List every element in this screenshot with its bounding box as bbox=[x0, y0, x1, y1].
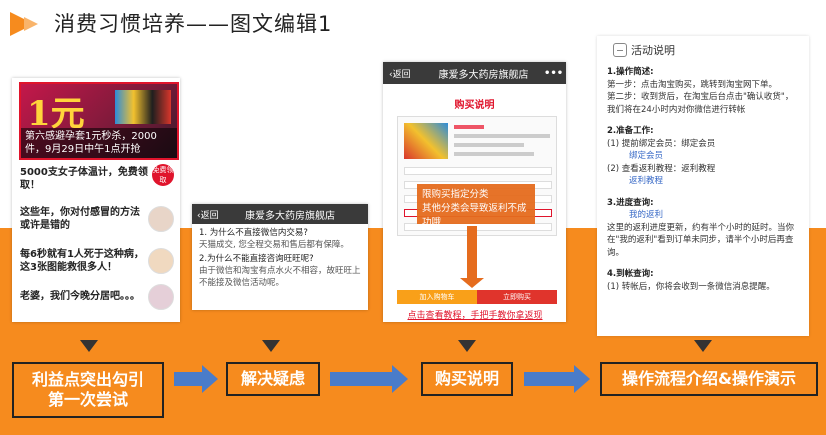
step-text: (1) 提前绑定会员：绑定会员 bbox=[607, 138, 716, 149]
label-benefit-hook: 利益点突出勾引 第一次尝试 bbox=[12, 362, 164, 418]
activity-heading: 活动说明 bbox=[607, 42, 799, 58]
back-button[interactable]: ‹返回 bbox=[197, 210, 219, 221]
step-heading: 3.进度查询: bbox=[607, 197, 654, 208]
nav-bar: ‹返回 康爱多大药房旗舰店 ••• bbox=[383, 62, 566, 84]
article-thumbnail bbox=[148, 206, 174, 232]
hero-caption: 第六感避孕套1元秒杀，2000件，9月29日中午1点开抢 bbox=[21, 128, 177, 158]
step-text: 第一步：点击淘宝购买，跳转到淘宝网下单。 bbox=[607, 79, 778, 90]
buy-now-button[interactable]: 立即购买 bbox=[477, 290, 557, 304]
back-label: 返回 bbox=[200, 210, 219, 221]
faq-answer: 天猫成交, 您全程交易和售后都有保障。 bbox=[199, 240, 349, 250]
step-text: 这里的返利进度更新，约有半个小时的延时。当你在"我的返利"看到订单未同步，请半个… bbox=[607, 222, 795, 258]
activity-instructions-page: 活动说明 1.操作简述: 第一步：点击淘宝购买，跳转到淘宝网下单。 第二步：收到… bbox=[597, 36, 809, 336]
bind-member-link[interactable]: 绑定会员 bbox=[629, 151, 664, 161]
step-text: (2) 查看返利教程：返利教程 bbox=[607, 163, 716, 174]
label-resolve-doubts: 解决疑虑 bbox=[226, 362, 320, 396]
hero-promo-text: 1元 bbox=[27, 94, 85, 134]
back-button[interactable]: ‹返回 bbox=[389, 69, 411, 80]
title-bar: 消费习惯培养——图文编辑1 bbox=[10, 8, 332, 38]
faq-phone: ‹返回 康爱多大药房旗舰店 1. 为什么不直接微信内交易? 天猫成交, 您全程交… bbox=[192, 204, 368, 310]
arrow-logo-icon bbox=[10, 8, 44, 38]
nav-bar: ‹返回 康爱多大药房旗舰店 bbox=[192, 204, 368, 224]
list-item[interactable]: 每6秒就有1人死于这种病，这3张图能救很多人！ bbox=[20, 249, 144, 273]
activity-title: 活动说明 bbox=[631, 44, 675, 57]
step-heading: 2.准备工作: bbox=[607, 126, 654, 136]
step-text: 第二步：收到货后，在淘宝后台点击"确认收货"，我们将在24小时内对你微信进行转帐 bbox=[607, 92, 794, 115]
add-to-cart-button[interactable]: 加入购物车 bbox=[397, 290, 477, 304]
right-arrow-icon bbox=[524, 365, 590, 393]
right-arrow-icon bbox=[330, 365, 408, 393]
label-operation-demo: 操作流程介绍&操作演示 bbox=[600, 362, 818, 396]
faq-answer: 由于微信和淘宝有点水火不相容，故旺旺上不能接及微信活动呢。 bbox=[199, 266, 361, 288]
step-heading: 4.到帐查询: bbox=[607, 269, 654, 279]
product-image bbox=[404, 123, 448, 159]
slide-title: 消费习惯培养——图文编辑1 bbox=[54, 12, 333, 36]
purchase-guide-phone: ‹返回 康爱多大药房旗舰店 ••• 购买说明 限购买指定分类 其他分类会导致返利… bbox=[383, 62, 566, 322]
hero-banner[interactable]: 1元 第六感避孕套1元秒杀，2000件，9月29日中午1点开抢 bbox=[19, 82, 179, 160]
down-triangle-icon bbox=[694, 340, 712, 352]
faq-question: 2.为什么不能直接咨询旺旺呢? bbox=[199, 254, 314, 264]
down-triangle-icon bbox=[458, 340, 476, 352]
purchase-heading: 购买说明 bbox=[454, 100, 495, 111]
article-thumbnail bbox=[148, 248, 174, 274]
list-item[interactable]: 老婆，我们今晚分居吧。。。 bbox=[20, 291, 140, 302]
my-rebate-link[interactable]: 我的返利 bbox=[629, 210, 664, 220]
more-icon[interactable]: ••• bbox=[544, 67, 564, 79]
down-triangle-icon bbox=[80, 340, 98, 352]
step-text: (1) 转帐后，你将会收到一条微信消息提醒。 bbox=[607, 281, 775, 292]
down-arrow-icon bbox=[460, 226, 484, 288]
faq-question: 1. 为什么不直接微信内交易? bbox=[199, 228, 308, 238]
category-warning-callout: 限购买指定分类 其他分类会导致返利不成功哦 bbox=[417, 184, 535, 228]
right-arrow-icon bbox=[174, 365, 218, 393]
list-item[interactable]: 这些年，你对付感冒的方法或许是错的 bbox=[20, 207, 140, 231]
edit-icon bbox=[613, 43, 627, 57]
rebate-tutorial-link[interactable]: 返利教程 bbox=[629, 176, 664, 186]
article-thumbnail bbox=[148, 284, 174, 310]
free-claim-badge[interactable]: 免费领取 bbox=[152, 164, 174, 186]
list-item[interactable]: 5000支女子体温计，免费领取！ bbox=[20, 167, 148, 191]
store-title: 康爱多大药房旗舰店 bbox=[438, 69, 529, 81]
back-label: 返回 bbox=[392, 69, 411, 80]
label-purchase-guide: 购买说明 bbox=[421, 362, 513, 396]
tutorial-link[interactable]: 点击查看教程，手把手教你拿返现 bbox=[407, 311, 543, 321]
down-triangle-icon bbox=[262, 340, 280, 352]
store-title: 康爱多大药房旗舰店 bbox=[245, 210, 335, 222]
article-list-phone: 1元 第六感避孕套1元秒杀，2000件，9月29日中午1点开抢 5000支女子体… bbox=[12, 78, 180, 322]
step-heading: 1.操作简述: bbox=[607, 67, 654, 77]
product-boxes-image bbox=[115, 90, 171, 124]
